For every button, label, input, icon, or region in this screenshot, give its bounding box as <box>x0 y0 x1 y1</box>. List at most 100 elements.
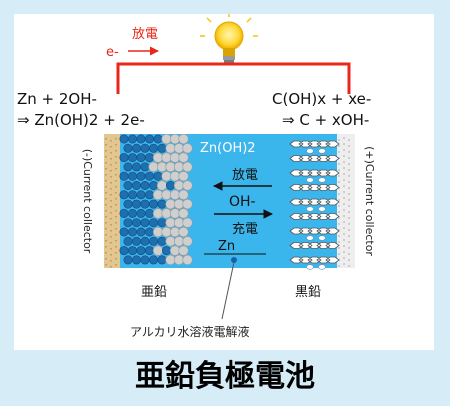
graphite-electrode-label: 黒鉛 <box>295 285 321 300</box>
intercalated-ion <box>306 264 314 270</box>
zinc-particle <box>149 218 159 228</box>
electrolyte-label: アルカリ水溶液電解液 <box>130 324 250 339</box>
zinc-particle <box>140 181 150 191</box>
intercalated-ion <box>306 235 314 241</box>
zinc-particle <box>128 227 138 237</box>
intercalated-ion <box>318 206 326 212</box>
zinc-particle <box>173 254 185 265</box>
light-bulb-icon <box>200 12 258 63</box>
graphite-layer <box>289 140 340 148</box>
right-reaction-line1: C(OH)x + xe- <box>272 90 371 108</box>
graphite-layer <box>289 242 340 249</box>
zinc-particle <box>123 143 133 153</box>
zinc-particle <box>182 199 193 210</box>
zinc-particle <box>128 190 138 200</box>
zinc-particle <box>145 190 155 200</box>
zinc-particle <box>161 133 172 145</box>
zinc-particle <box>178 208 189 219</box>
zinc-particle <box>132 162 142 172</box>
zinc-particle <box>178 245 189 256</box>
zinc-particle <box>119 171 129 181</box>
zinc-particle <box>145 134 155 144</box>
graphite-layer <box>289 169 340 177</box>
zinc-particle <box>182 254 193 265</box>
zinc-particle <box>132 255 142 265</box>
zinc-label: Zn <box>218 239 235 254</box>
zinc-particle <box>152 189 164 200</box>
zinc-particle <box>149 255 159 265</box>
zinc-particle <box>128 246 138 256</box>
zinc-particle <box>169 152 181 163</box>
zinc-particle <box>165 254 176 265</box>
zinc-particle <box>148 161 159 172</box>
zinc-particle <box>162 246 172 256</box>
zinc-particle <box>123 255 133 265</box>
zinc-particle <box>145 171 155 181</box>
zinc-particle <box>123 199 133 209</box>
zinc-particle <box>166 181 176 191</box>
intercalated-ion <box>318 148 326 154</box>
zinc-particle <box>157 199 167 209</box>
zinc-particle <box>128 208 138 218</box>
zinc-particle <box>165 199 176 210</box>
cell-charge-label: 充電 <box>232 221 258 237</box>
zinc-particle <box>145 246 155 256</box>
circuit-wire <box>116 62 351 94</box>
cell-discharge-label: 放電 <box>232 168 258 183</box>
zinc-particle <box>119 227 129 237</box>
zinc-particle <box>173 161 185 172</box>
zinc-particle <box>173 236 185 247</box>
zinc-particle <box>173 143 185 154</box>
circuit-discharge-label: 放電 <box>132 27 158 42</box>
zinc-particle <box>161 208 172 219</box>
graphite-layer <box>289 198 340 206</box>
zinc-particle <box>128 171 138 181</box>
zinc-particle <box>145 153 155 163</box>
zinc-anode <box>119 133 193 265</box>
graphite-cathode <box>289 140 340 270</box>
zinc-particle <box>169 208 181 219</box>
zinc-particle <box>136 134 146 144</box>
intercalated-ion <box>306 177 314 183</box>
zinc-particle <box>169 245 181 256</box>
zinc-particle <box>152 208 164 219</box>
zinc-particle <box>178 152 189 163</box>
zinc-particle <box>173 180 185 191</box>
zinc-particle <box>178 226 189 238</box>
zinc-particle <box>178 133 189 145</box>
zinc-particle <box>178 189 189 200</box>
page-title: 亜鉛負極電池 <box>135 359 315 394</box>
left-reaction-line1: Zn + 2OH- <box>17 90 97 108</box>
intercalated-ion <box>306 148 314 154</box>
intercalated-ion <box>318 235 326 241</box>
left-reaction-line2: ⇒ Zn(OH)2 + 2e- <box>17 111 145 129</box>
zinc-particle <box>136 190 146 200</box>
battery-diagram: 放電 e- Zn + 2OH- ⇒ Zn(OH)2 + 2e- C(OH)x +… <box>17 12 376 339</box>
zinc-electrode-label: 亜鉛 <box>141 285 167 300</box>
zinc-particle <box>182 161 193 172</box>
zinc-particle <box>123 162 133 172</box>
zinc-particle <box>119 153 129 163</box>
zinc-particle <box>156 161 168 172</box>
zinc-particle <box>132 236 142 246</box>
zinc-particle <box>140 199 150 209</box>
zinc-particle <box>149 236 159 246</box>
zinc-particle <box>173 217 185 228</box>
zinc-particle <box>165 236 176 247</box>
zinc-particle <box>132 218 142 228</box>
graphite-layer <box>289 184 340 191</box>
zinc-particle <box>140 236 150 246</box>
zinc-hydroxide-label: Zn(OH)2 <box>200 141 256 156</box>
zinc-particle <box>149 199 159 209</box>
zinc-particle <box>119 190 129 200</box>
electrolyte-pointer-dot <box>231 257 237 263</box>
zinc-particle <box>136 227 146 237</box>
zinc-particle <box>140 255 150 265</box>
zinc-particle <box>153 134 163 144</box>
negative-current-collector <box>104 134 120 268</box>
zinc-particle <box>128 153 138 163</box>
zinc-particle <box>136 208 146 218</box>
zinc-particle <box>145 208 155 218</box>
zinc-particle <box>173 199 185 210</box>
zinc-particle <box>123 181 133 191</box>
